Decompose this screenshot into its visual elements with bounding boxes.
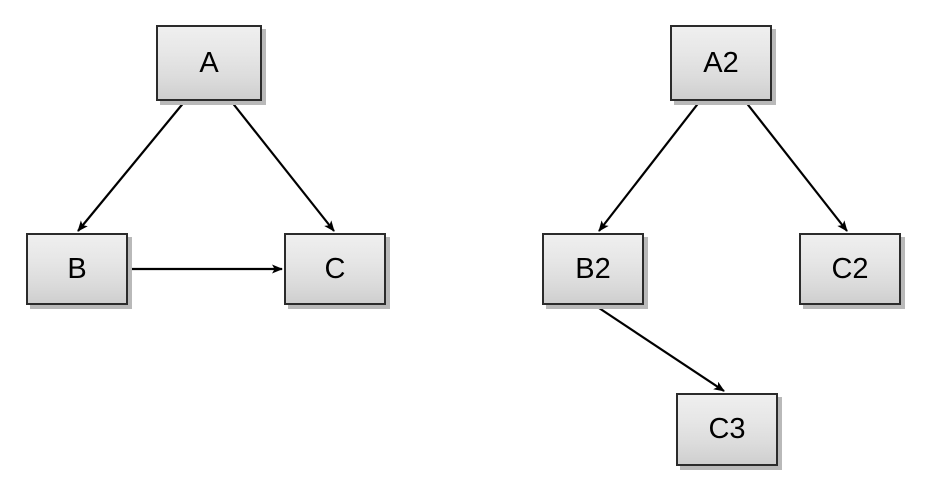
node-label: B2: [575, 252, 611, 285]
node-c2[interactable]: C2: [799, 233, 901, 305]
node-label: C3: [708, 413, 746, 445]
node-label: A2: [703, 46, 739, 79]
node-label: C2: [831, 252, 869, 285]
node-a2[interactable]: A2: [670, 25, 772, 101]
node-c3[interactable]: C3: [676, 393, 778, 466]
node-label: B: [67, 252, 87, 285]
edge-a2-to-c2[interactable]: [744, 100, 848, 232]
edge-a-to-b[interactable]: [77, 100, 186, 232]
edge-a-to-c[interactable]: [230, 100, 335, 232]
node-c[interactable]: C: [284, 233, 386, 305]
node-b[interactable]: B: [26, 233, 128, 305]
edge-b2-to-c3[interactable]: [595, 305, 725, 392]
node-a[interactable]: A: [156, 25, 262, 101]
edge-a2-to-b2[interactable]: [598, 100, 701, 232]
node-b2[interactable]: B2: [542, 233, 644, 305]
node-label: A: [199, 46, 219, 79]
node-label: C: [324, 252, 346, 285]
